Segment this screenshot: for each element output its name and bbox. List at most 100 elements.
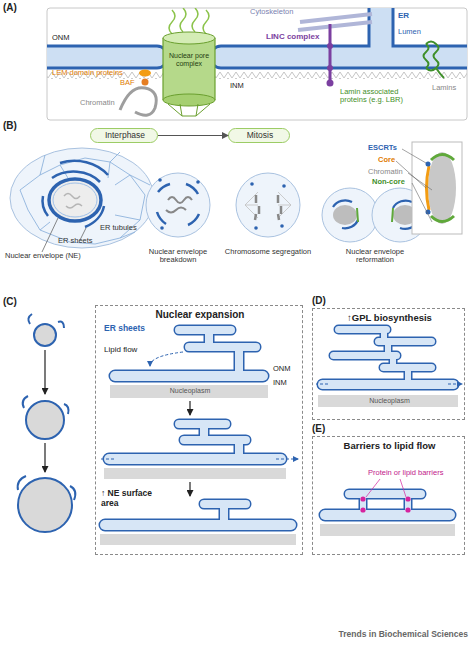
panel-e-illustration bbox=[405, 496, 410, 501]
part-label: ER tubules bbox=[100, 224, 145, 232]
box-text: Lipid flow bbox=[104, 346, 154, 355]
panel-e-illustration bbox=[320, 479, 455, 536]
nuclear-pore bbox=[163, 94, 215, 106]
panel-c-illustration bbox=[18, 314, 76, 500]
panel-b-illustration bbox=[10, 148, 154, 248]
nuclear-pore bbox=[163, 38, 215, 100]
panel-b-illustration bbox=[245, 192, 291, 218]
part-label: Chromatin bbox=[80, 99, 125, 107]
panel-b-illustration bbox=[426, 162, 431, 167]
panel-d-illustration bbox=[316, 384, 462, 385]
panel-c-illustration bbox=[18, 314, 298, 545]
panel-b-illustration bbox=[157, 184, 199, 225]
panel-d-illustration bbox=[316, 326, 462, 407]
part-label: Chromatin bbox=[368, 168, 410, 176]
panel-b-illustration bbox=[427, 166, 430, 210]
panel-c-illustration bbox=[44, 443, 45, 472]
lbr-protein bbox=[424, 42, 445, 79]
panel-d-illustration bbox=[318, 326, 458, 389]
panel-c-illustration bbox=[110, 385, 268, 398]
stage-label: Nuclear envelope breakdown bbox=[133, 248, 223, 265]
panel-b-illustration bbox=[236, 173, 300, 237]
box-heading: Nuclear expansion bbox=[96, 309, 304, 320]
panel-c-illustration bbox=[104, 468, 286, 479]
phase-box: Interphase bbox=[90, 128, 158, 143]
chromatin-strand bbox=[120, 88, 156, 116]
panel-b-illustration bbox=[254, 226, 258, 230]
cytoskeleton-bars bbox=[298, 14, 372, 30]
part-label: Lamin associated proteins (e.g. LBR) bbox=[340, 88, 424, 105]
panel-a-illustration bbox=[327, 65, 333, 71]
part-label: ESCRTs bbox=[368, 144, 408, 152]
panel-a-illustration bbox=[327, 80, 334, 87]
panel-c-illustration bbox=[18, 478, 72, 532]
panel-c-illustration bbox=[100, 534, 296, 545]
panel-e-illustration bbox=[360, 507, 365, 512]
part-label: ER sheets bbox=[58, 237, 100, 245]
membrane-label: INM bbox=[230, 82, 255, 90]
panel-b-illustration bbox=[10, 142, 462, 252]
baf-protein bbox=[142, 79, 149, 86]
panel-b-illustration bbox=[322, 188, 378, 242]
panel-b-illustration bbox=[196, 180, 200, 184]
panel-e-illustration bbox=[320, 490, 455, 520]
panel-c-illustration bbox=[26, 401, 64, 439]
phase-box: Mitosis bbox=[228, 128, 290, 143]
membrane-label: ONM bbox=[52, 34, 82, 42]
panel-b-illustration bbox=[412, 142, 462, 234]
panel-b-illustration bbox=[64, 194, 82, 209]
panel-e-illustration bbox=[405, 507, 410, 512]
part-label: Non-core bbox=[372, 178, 412, 186]
panel-c-illustration bbox=[100, 500, 296, 530]
journal-credit: Trends in Biochemical Sciences bbox=[290, 630, 468, 640]
panel-b-illustration bbox=[49, 179, 101, 221]
box-heading: Mitosis bbox=[229, 131, 291, 141]
stage-label: Chromosome segregation bbox=[223, 248, 313, 256]
nuclear-pore bbox=[168, 104, 210, 116]
panel-c-illustration bbox=[104, 420, 286, 464]
panel-b-illustration bbox=[42, 218, 86, 252]
panel-letter: (C) bbox=[3, 296, 28, 307]
panel-e-illustration bbox=[360, 496, 365, 501]
panel-c-illustration bbox=[189, 401, 190, 415]
panel-b-illustration bbox=[333, 200, 418, 229]
part-label: Nuclear pore complex bbox=[163, 52, 215, 68]
linc-complex bbox=[329, 24, 332, 82]
panel-c-illustration bbox=[100, 500, 296, 530]
panel-letter: (D) bbox=[312, 295, 337, 306]
panel-b-illustration bbox=[43, 161, 108, 227]
nuclear-pore bbox=[162, 38, 163, 100]
panel-box: ↑GPL biosynthesisNucleoplasm bbox=[312, 308, 465, 420]
panel-b-illustration bbox=[428, 152, 456, 224]
box-text: Nucleoplasm bbox=[111, 387, 269, 395]
nuclear-pore bbox=[163, 8, 215, 116]
panel-b-illustration bbox=[282, 184, 286, 188]
panel-a-illustration bbox=[47, 8, 467, 116]
box-text: ↑ NE surface area bbox=[101, 489, 161, 508]
part-label: Nuclear envelope (NE) bbox=[5, 252, 97, 260]
part-label: LEM domain proteins bbox=[52, 69, 134, 77]
panel-b-illustration bbox=[53, 183, 97, 217]
panel-a-illustration bbox=[327, 43, 333, 49]
panel-b-illustration bbox=[333, 205, 357, 225]
lem-protein bbox=[139, 70, 151, 77]
panel-b-illustration bbox=[280, 224, 284, 228]
panel-b-illustration bbox=[160, 226, 164, 230]
panel-box: Barriers to lipid flowProtein or lipid b… bbox=[312, 436, 465, 555]
box-text: INM bbox=[273, 379, 303, 387]
stage-label: Nuclear envelope reformation bbox=[330, 248, 420, 265]
part-label: BAF bbox=[120, 79, 142, 87]
box-heading: Interphase bbox=[91, 131, 159, 141]
box-heading: ↑GPL biosynthesis bbox=[313, 313, 466, 324]
part-label: ER bbox=[398, 12, 418, 21]
panel-a-illustration bbox=[47, 46, 168, 68]
box-heading: Barriers to lipid flow bbox=[313, 441, 466, 452]
panel-c-illustration bbox=[44, 350, 45, 394]
box-text: Protein or lipid barriers bbox=[368, 469, 463, 477]
part-label: Core bbox=[378, 156, 408, 164]
panel-d-illustration bbox=[318, 326, 458, 389]
panel-b-illustration bbox=[255, 195, 281, 220]
part-label: LINC complex bbox=[266, 33, 328, 42]
panel-e-illustration bbox=[366, 479, 406, 497]
